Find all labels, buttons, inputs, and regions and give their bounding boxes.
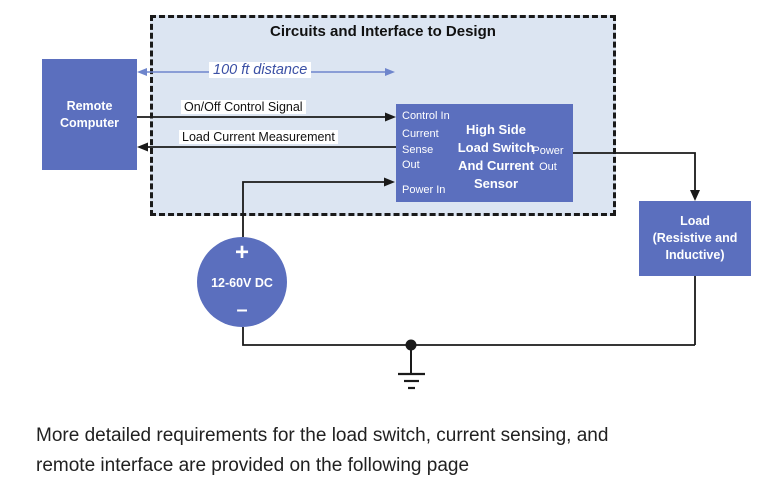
remote-computer-label: Remote Computer bbox=[59, 98, 120, 130]
measurement-arrowhead bbox=[137, 142, 148, 152]
power-out-arrowhead bbox=[690, 190, 700, 201]
port-power-in: Power In bbox=[402, 183, 446, 196]
control-signal-label: On/Off Control Signal bbox=[181, 100, 306, 114]
dc-source-circle: + 12-60V DC – bbox=[197, 237, 287, 327]
port-control-in: Control In bbox=[402, 110, 450, 122]
load-switch-title-line1: High Side bbox=[466, 122, 526, 137]
junction-dot bbox=[405, 339, 417, 351]
load-label-line2: (Resistive and bbox=[652, 231, 738, 245]
load-switch-title: High Side Load Switch And Current Sensor bbox=[448, 121, 544, 193]
voltage-label: 12-60V DC bbox=[211, 276, 273, 290]
measurement-label: Load Current Measurement bbox=[179, 130, 338, 144]
caption-text: More detailed requirements for the load … bbox=[36, 425, 609, 476]
load-switch-title-line4: Sensor bbox=[473, 176, 519, 191]
port-power-out: Power Out bbox=[532, 145, 564, 173]
distance-label: 100 ft distance bbox=[209, 62, 312, 78]
load-switch-block: Control In Current Sense Out Power In Po… bbox=[396, 104, 573, 202]
remote-computer-block: Remote Computer bbox=[42, 59, 137, 170]
minus-sign: – bbox=[236, 299, 248, 321]
load-label-line1: Load bbox=[680, 214, 710, 228]
load-switch-title-line3: And Current bbox=[458, 158, 534, 173]
load-block: Load (Resistive and Inductive) bbox=[639, 201, 751, 276]
load-label-line3: Inductive) bbox=[665, 248, 725, 262]
plus-sign: + bbox=[234, 239, 249, 266]
return-bus-wire bbox=[242, 327, 695, 346]
port-current-sense-out: Current Sense Out bbox=[402, 128, 439, 171]
load-switch-title-line2: Load Switch bbox=[457, 140, 535, 155]
distance-arrowhead-left bbox=[137, 68, 147, 76]
diagram-title: Circuits and Interface to Design bbox=[270, 23, 496, 40]
